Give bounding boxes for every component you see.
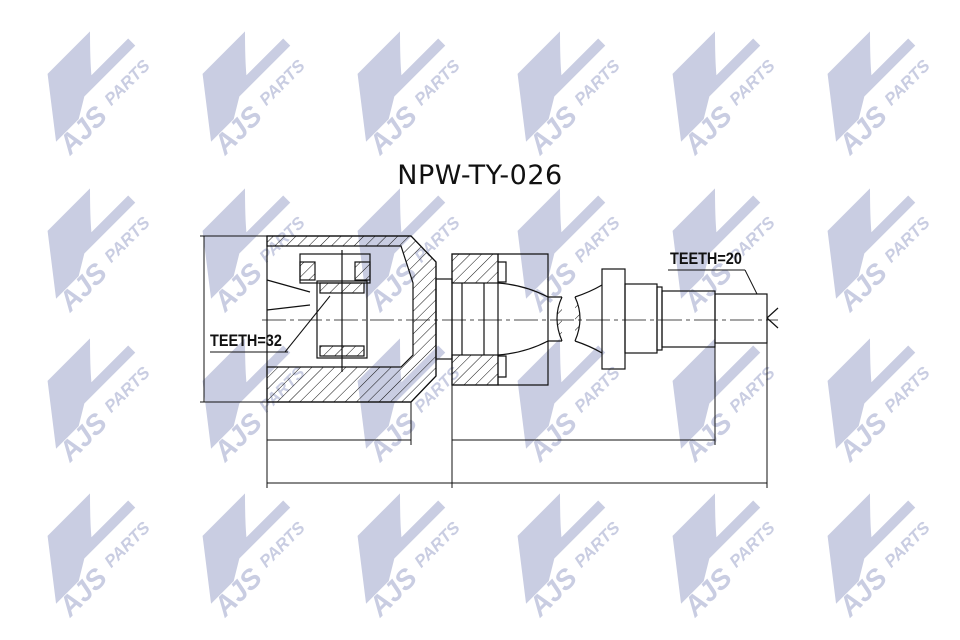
teeth-outer-label: TEETH=20 — [670, 249, 742, 268]
dimension-lines — [200, 235, 768, 488]
shaft — [497, 268, 779, 370]
ajs-parts-watermark: AJS PARTS — [47, 493, 154, 623]
part-number-title: NPW-TY-026 — [397, 160, 563, 191]
bearing — [451, 253, 549, 386]
teeth-inner-label: TEETH=32 — [210, 331, 282, 350]
outer-housing — [266, 235, 437, 403]
tripod-roller — [299, 250, 371, 372]
